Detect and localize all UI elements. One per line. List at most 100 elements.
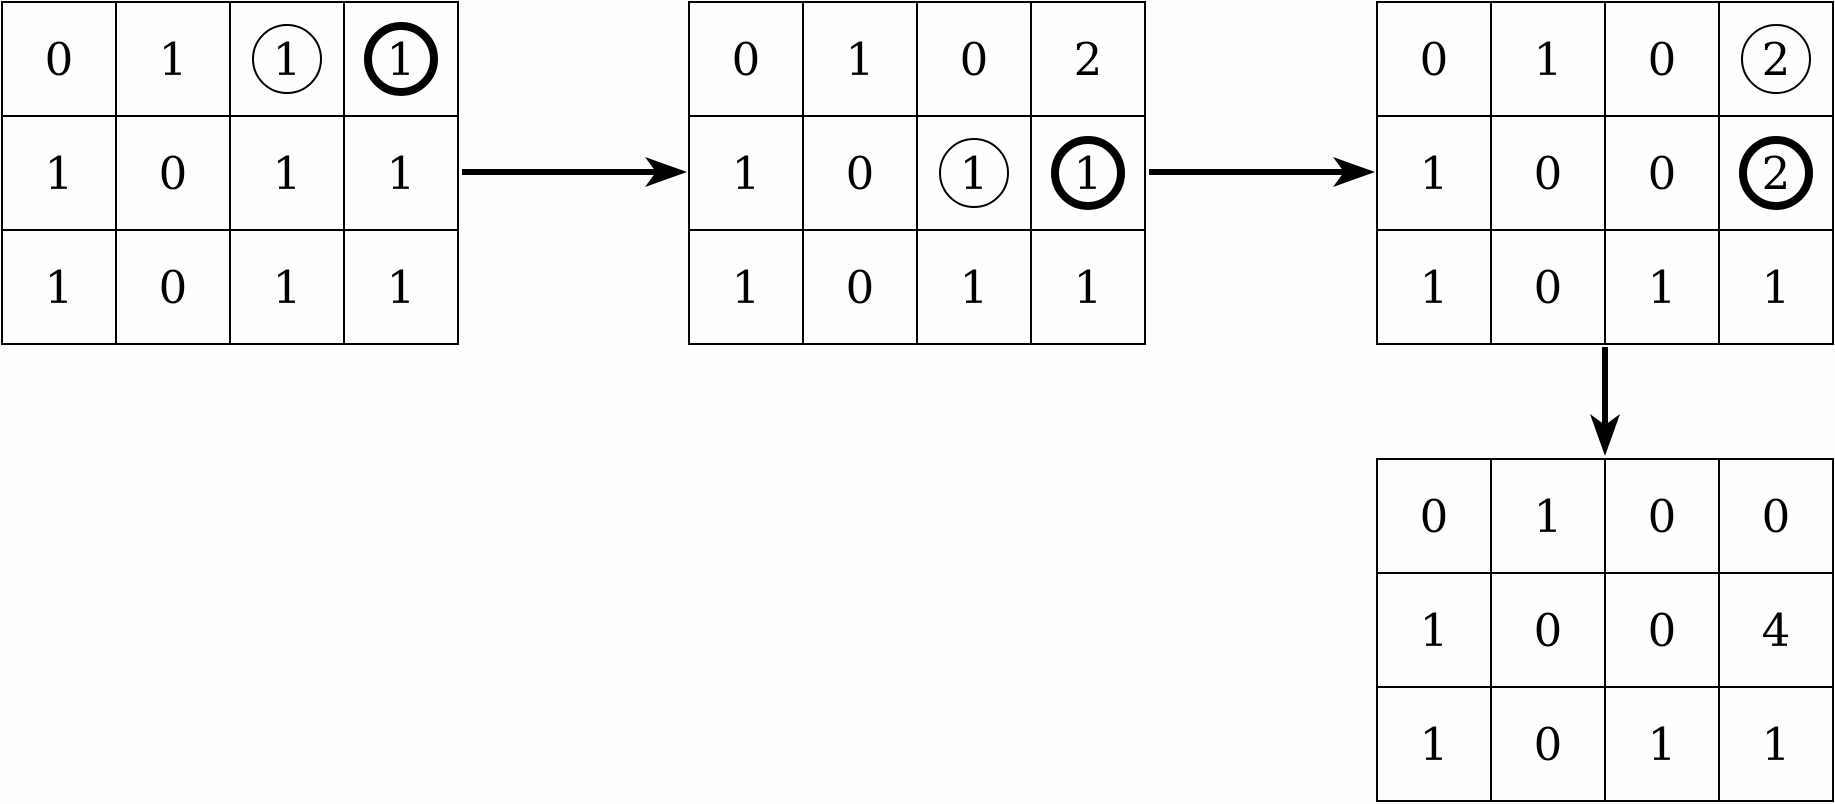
grid-cell: 0 <box>1606 117 1718 229</box>
grid-cell: 0 <box>1720 460 1832 572</box>
grid-cell: 1 <box>345 231 457 343</box>
grid-cell: 1 <box>231 3 343 115</box>
grid-cell: 0 <box>1606 460 1718 572</box>
arrow-right-step2-to-step3-icon <box>1149 157 1375 187</box>
grid-cell: 1 <box>690 117 802 229</box>
grid-cell: 1 <box>690 231 802 343</box>
cell-value: 0 <box>158 260 188 314</box>
grid-cell: 0 <box>117 231 229 343</box>
grid-cell: 2 <box>1720 3 1832 115</box>
grid-cell: 1 <box>3 117 115 229</box>
cell-value: 0 <box>959 32 989 86</box>
grid-cell: 4 <box>1720 574 1832 686</box>
grid-cell: 0 <box>1606 3 1718 115</box>
grid-cell: 0 <box>1492 231 1604 343</box>
cell-value: 0 <box>1533 146 1563 200</box>
grid-cell: 1 <box>918 231 1030 343</box>
grid-cell: 1 <box>3 231 115 343</box>
grid-cell: 1 <box>1492 460 1604 572</box>
grid-cell: 0 <box>117 117 229 229</box>
bold-circled-value: 2 <box>1739 136 1813 210</box>
grid-cell: 0 <box>3 3 115 115</box>
cell-value: 0 <box>158 146 188 200</box>
grid-cell: 0 <box>1378 460 1490 572</box>
cell-value: 1 <box>386 146 416 200</box>
grid-cell: 1 <box>117 3 229 115</box>
thin-circled-value: 1 <box>939 138 1009 208</box>
grid-cell: 0 <box>1606 574 1718 686</box>
grid-cell: 0 <box>1492 117 1604 229</box>
cell-value: 0 <box>44 32 74 86</box>
grid-cell: 1 <box>1720 231 1832 343</box>
cell-value: 1 <box>1647 717 1677 771</box>
grid-cell: 0 <box>1492 574 1604 686</box>
arrow-right-step1-to-step2-icon <box>462 157 687 187</box>
cell-value: 1 <box>1419 146 1449 200</box>
grid-cell: 1 <box>231 231 343 343</box>
cell-value: 1 <box>44 260 74 314</box>
grid-cell: 1 <box>1720 688 1832 800</box>
cell-value: 1 <box>44 146 74 200</box>
thin-circled-value: 1 <box>252 24 322 94</box>
cell-value: 0 <box>1761 489 1791 543</box>
cell-value: 1 <box>845 32 875 86</box>
grid-cell: 0 <box>690 3 802 115</box>
thin-circled-value: 2 <box>1741 24 1811 94</box>
grid-cell: 1 <box>345 117 457 229</box>
cell-value: 1 <box>1761 260 1791 314</box>
cell-value: 0 <box>1647 489 1677 543</box>
arrow-down-step3-to-step4-icon <box>1590 347 1620 456</box>
cell-value: 0 <box>845 260 875 314</box>
grid-cell: 1 <box>1032 117 1144 229</box>
grid-cell: 1 <box>1606 688 1718 800</box>
cell-value: 1 <box>959 260 989 314</box>
cell-value: 0 <box>845 146 875 200</box>
cell-value: 1 <box>272 146 302 200</box>
bold-circled-value: 1 <box>364 22 438 96</box>
grid-cell: 1 <box>1378 231 1490 343</box>
cell-value: 1 <box>1419 717 1449 771</box>
cell-value: 0 <box>731 32 761 86</box>
grid-cell: 1 <box>231 117 343 229</box>
grid-cell: 2 <box>1032 3 1144 115</box>
grid-cell: 1 <box>1378 117 1490 229</box>
cell-value: 0 <box>1533 260 1563 314</box>
cell-value: 1 <box>1647 260 1677 314</box>
grid-cell: 1 <box>1378 688 1490 800</box>
grid-cell: 1 <box>918 117 1030 229</box>
cell-value: 1 <box>731 146 761 200</box>
grid-cell: 1 <box>345 3 457 115</box>
grid-cell: 0 <box>1492 688 1604 800</box>
grid-cell: 2 <box>1720 117 1832 229</box>
bold-circled-value: 1 <box>1051 136 1125 210</box>
grid-cell: 0 <box>804 231 916 343</box>
cell-value: 0 <box>1647 32 1677 86</box>
cell-value: 1 <box>1419 603 1449 657</box>
cell-value: 0 <box>1647 603 1677 657</box>
cell-value: 2 <box>1073 32 1103 86</box>
cell-value: 1 <box>1533 32 1563 86</box>
grid-cell: 1 <box>1032 231 1144 343</box>
cell-value: 1 <box>1761 717 1791 771</box>
cell-value: 0 <box>1533 603 1563 657</box>
cell-value: 1 <box>1419 260 1449 314</box>
cell-value: 1 <box>1533 489 1563 543</box>
cell-value: 0 <box>1647 146 1677 200</box>
cell-value: 1 <box>272 260 302 314</box>
grid-cell: 1 <box>1606 231 1718 343</box>
cell-value: 1 <box>386 260 416 314</box>
grid-cell: 1 <box>1378 574 1490 686</box>
cell-value: 1 <box>731 260 761 314</box>
grid-cell: 1 <box>804 3 916 115</box>
grid-cell: 0 <box>804 117 916 229</box>
cell-value: 1 <box>1073 260 1103 314</box>
grid-cell: 1 <box>1492 3 1604 115</box>
cell-value: 0 <box>1533 717 1563 771</box>
grid-cell: 0 <box>1378 3 1490 115</box>
